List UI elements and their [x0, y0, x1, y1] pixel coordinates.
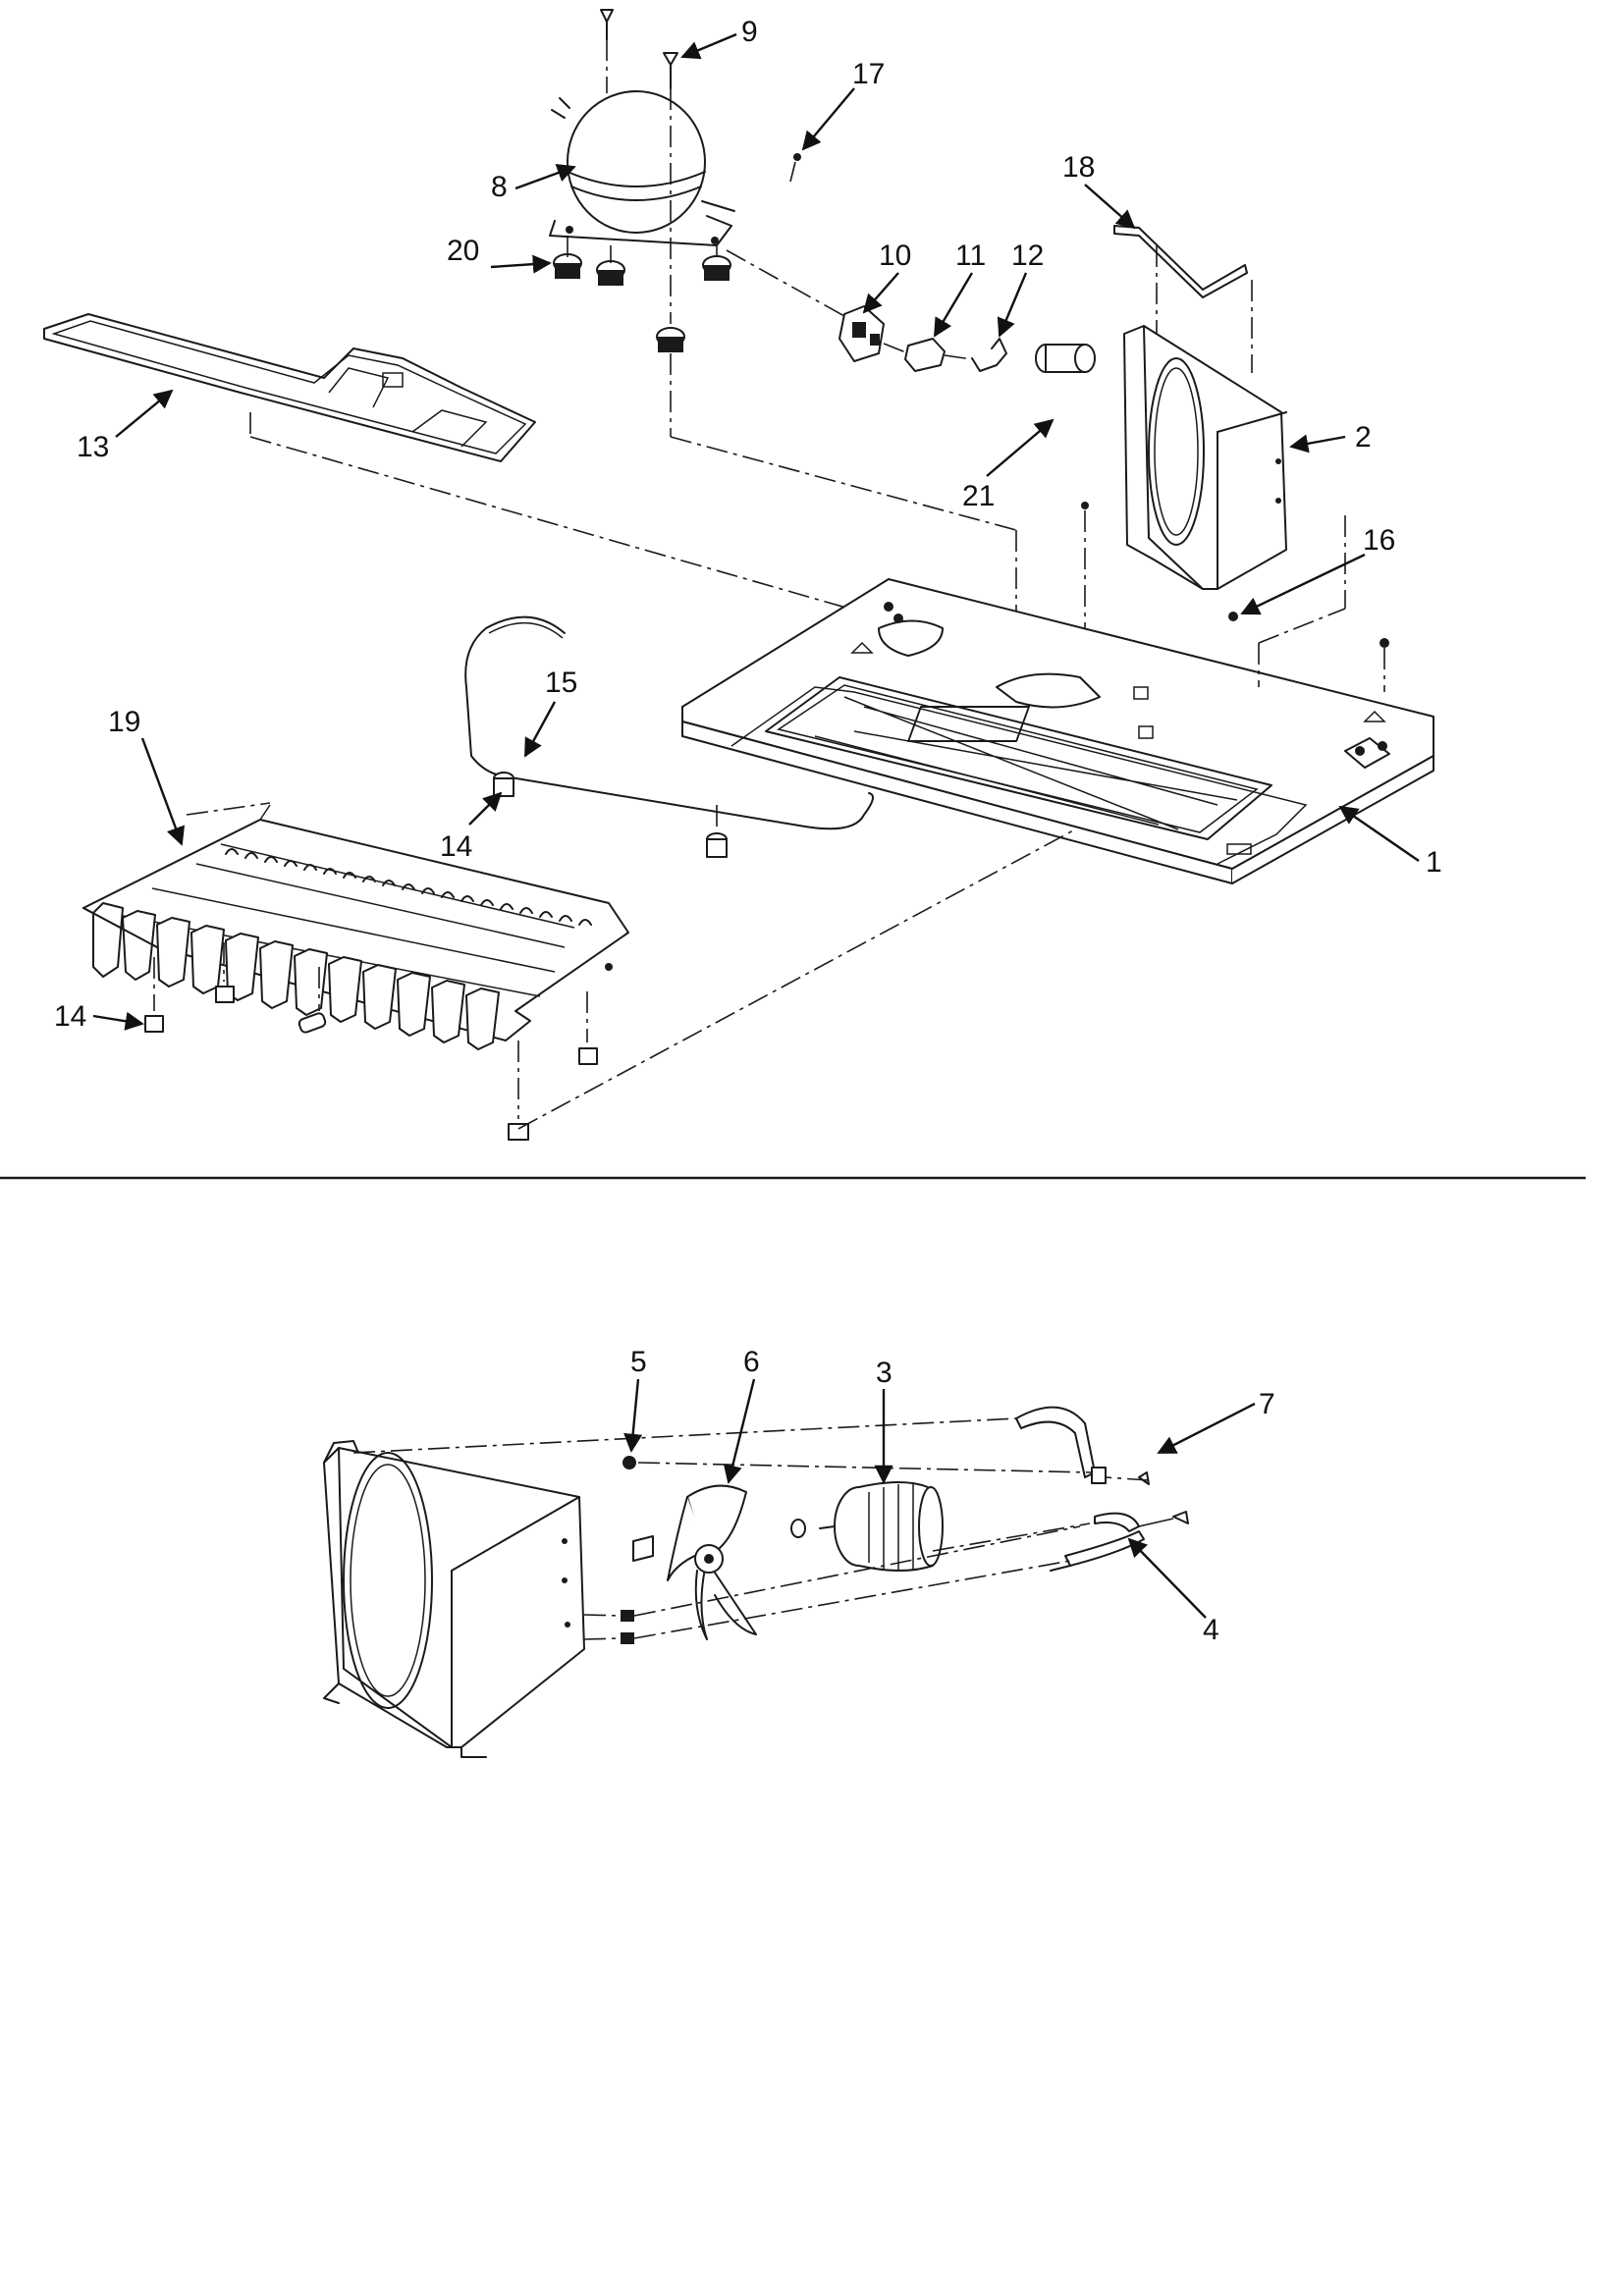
callout-5: 5 — [630, 1346, 647, 1378]
callout-2: 2 — [1355, 421, 1372, 454]
callout-1: 1 — [1426, 846, 1442, 879]
washer — [790, 1519, 806, 1538]
motor-bracket-part-7 — [1015, 1406, 1150, 1485]
drain-pan-part-13 — [43, 313, 536, 462]
callout-6: 6 — [743, 1346, 760, 1378]
condenser-coil-part-19 — [82, 804, 629, 1050]
callout-21: 21 — [962, 480, 995, 512]
callout-16: 16 — [1363, 524, 1395, 557]
callout-9: 9 — [741, 16, 758, 48]
nut-part-5 — [621, 1456, 636, 1644]
capacitor-part-21 — [1035, 344, 1096, 373]
compressor-part-8 — [549, 90, 735, 246]
fan-shroud-lower — [323, 1440, 585, 1758]
screws-part-16 — [1081, 502, 1389, 648]
callout-13: 13 — [77, 431, 109, 463]
callout-19: 19 — [108, 706, 140, 738]
callout-17: 17 — [852, 58, 885, 90]
fan-motor-part-3 — [819, 1481, 944, 1572]
tube-part-15 — [464, 615, 874, 830]
overload-part-11 — [904, 338, 946, 372]
base-plate-part-1 — [681, 578, 1434, 884]
clip-part-12 — [971, 338, 1007, 372]
callout-7: 7 — [1259, 1388, 1275, 1420]
grommets-part-20 — [553, 253, 731, 352]
callout-labels: 1 2 8 9 10 11 12 13 14 14 15 16 17 18 19… — [54, 16, 1442, 1646]
callout-20: 20 — [447, 235, 479, 267]
callout-10: 10 — [879, 240, 911, 272]
callout-12: 12 — [1011, 240, 1044, 272]
fan-blade-part-6 — [632, 1484, 757, 1640]
bracket-part-18 — [1113, 225, 1248, 298]
callout-14-lower: 14 — [54, 1000, 86, 1033]
callout-18: 18 — [1062, 151, 1095, 184]
callout-4: 4 — [1203, 1614, 1219, 1646]
fan-shroud-part-2 — [1123, 325, 1287, 590]
screws-part-9 — [600, 9, 678, 89]
callout-15: 15 — [545, 667, 577, 699]
callout-11: 11 — [955, 240, 986, 272]
callout-14-upper: 14 — [440, 830, 472, 863]
relay-part-10 — [839, 305, 885, 362]
motor-bracket-part-4 — [1050, 1511, 1189, 1572]
callout-8: 8 — [491, 171, 508, 203]
plugs-part-14-upper — [493, 772, 728, 858]
callout-3: 3 — [876, 1357, 893, 1389]
plugs-part-14-lower — [144, 986, 598, 1141]
